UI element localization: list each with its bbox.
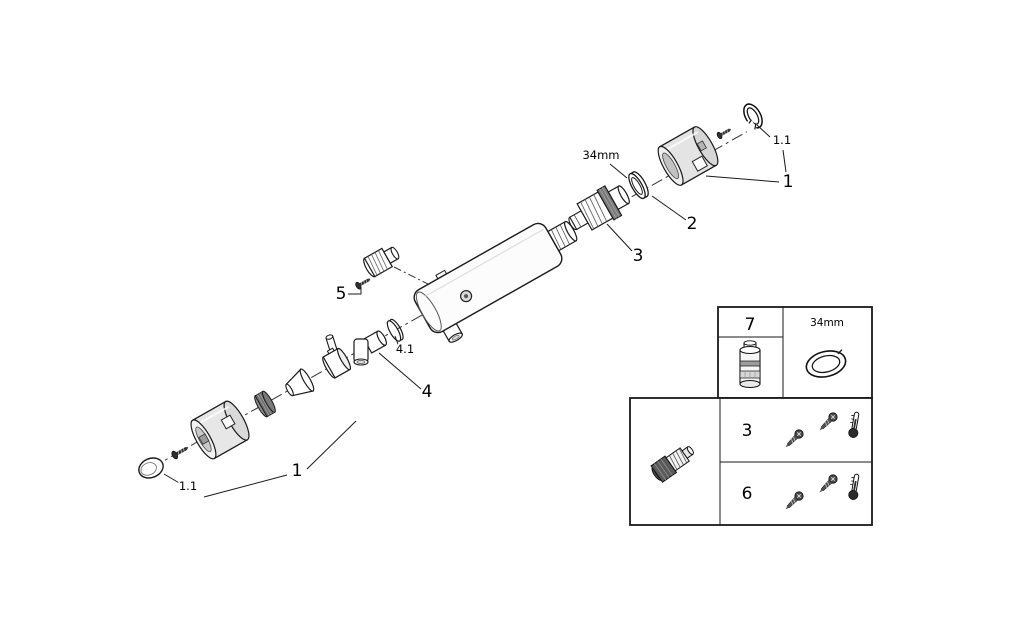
shower-elbow bbox=[353, 330, 387, 366]
cone-adapter bbox=[285, 368, 315, 397]
retaining-ring bbox=[628, 171, 649, 200]
callout-1-1-top: 1.1 bbox=[773, 133, 791, 147]
legend-row1-number: 3 bbox=[742, 421, 753, 441]
callout-4-1: 4.1 bbox=[396, 342, 414, 356]
check-valve-union bbox=[363, 246, 400, 278]
callout-1-bottom: 1 bbox=[292, 461, 303, 481]
callout-2: 2 bbox=[687, 214, 698, 234]
sleeve-screw bbox=[715, 125, 734, 141]
mixer-body bbox=[413, 220, 578, 343]
handle-sleeve bbox=[190, 400, 250, 460]
union-screw bbox=[354, 275, 373, 291]
control-cartridge bbox=[322, 334, 352, 379]
callout-1-top: 1 bbox=[783, 172, 794, 192]
thermostatic-cartridge bbox=[568, 185, 630, 231]
thermostat-cartridge-icon bbox=[739, 340, 761, 388]
callout-leaders bbox=[163, 124, 787, 498]
legend-ring-size: 34mm bbox=[810, 317, 844, 329]
callout-5: 5 bbox=[336, 284, 347, 304]
knurled-nut bbox=[254, 390, 276, 418]
callout-4: 4 bbox=[422, 382, 433, 402]
cap-plug bbox=[138, 457, 164, 479]
callout-ring-size: 34mm bbox=[582, 148, 619, 162]
o-ring bbox=[386, 318, 404, 342]
legend-kit-number: 7 bbox=[745, 315, 756, 335]
callout-3: 3 bbox=[633, 246, 644, 266]
callout-1-1-bottom: 1.1 bbox=[179, 479, 197, 493]
legend-row2-number: 6 bbox=[742, 484, 753, 504]
check-valve-icon bbox=[650, 446, 694, 483]
retaining-ring-icon bbox=[805, 349, 847, 378]
escutcheon-sleeve bbox=[657, 126, 719, 186]
fixing-screw bbox=[170, 443, 191, 461]
legend-table: 7 34mm 3 6 bbox=[629, 306, 873, 526]
cap-clip bbox=[742, 103, 763, 136]
